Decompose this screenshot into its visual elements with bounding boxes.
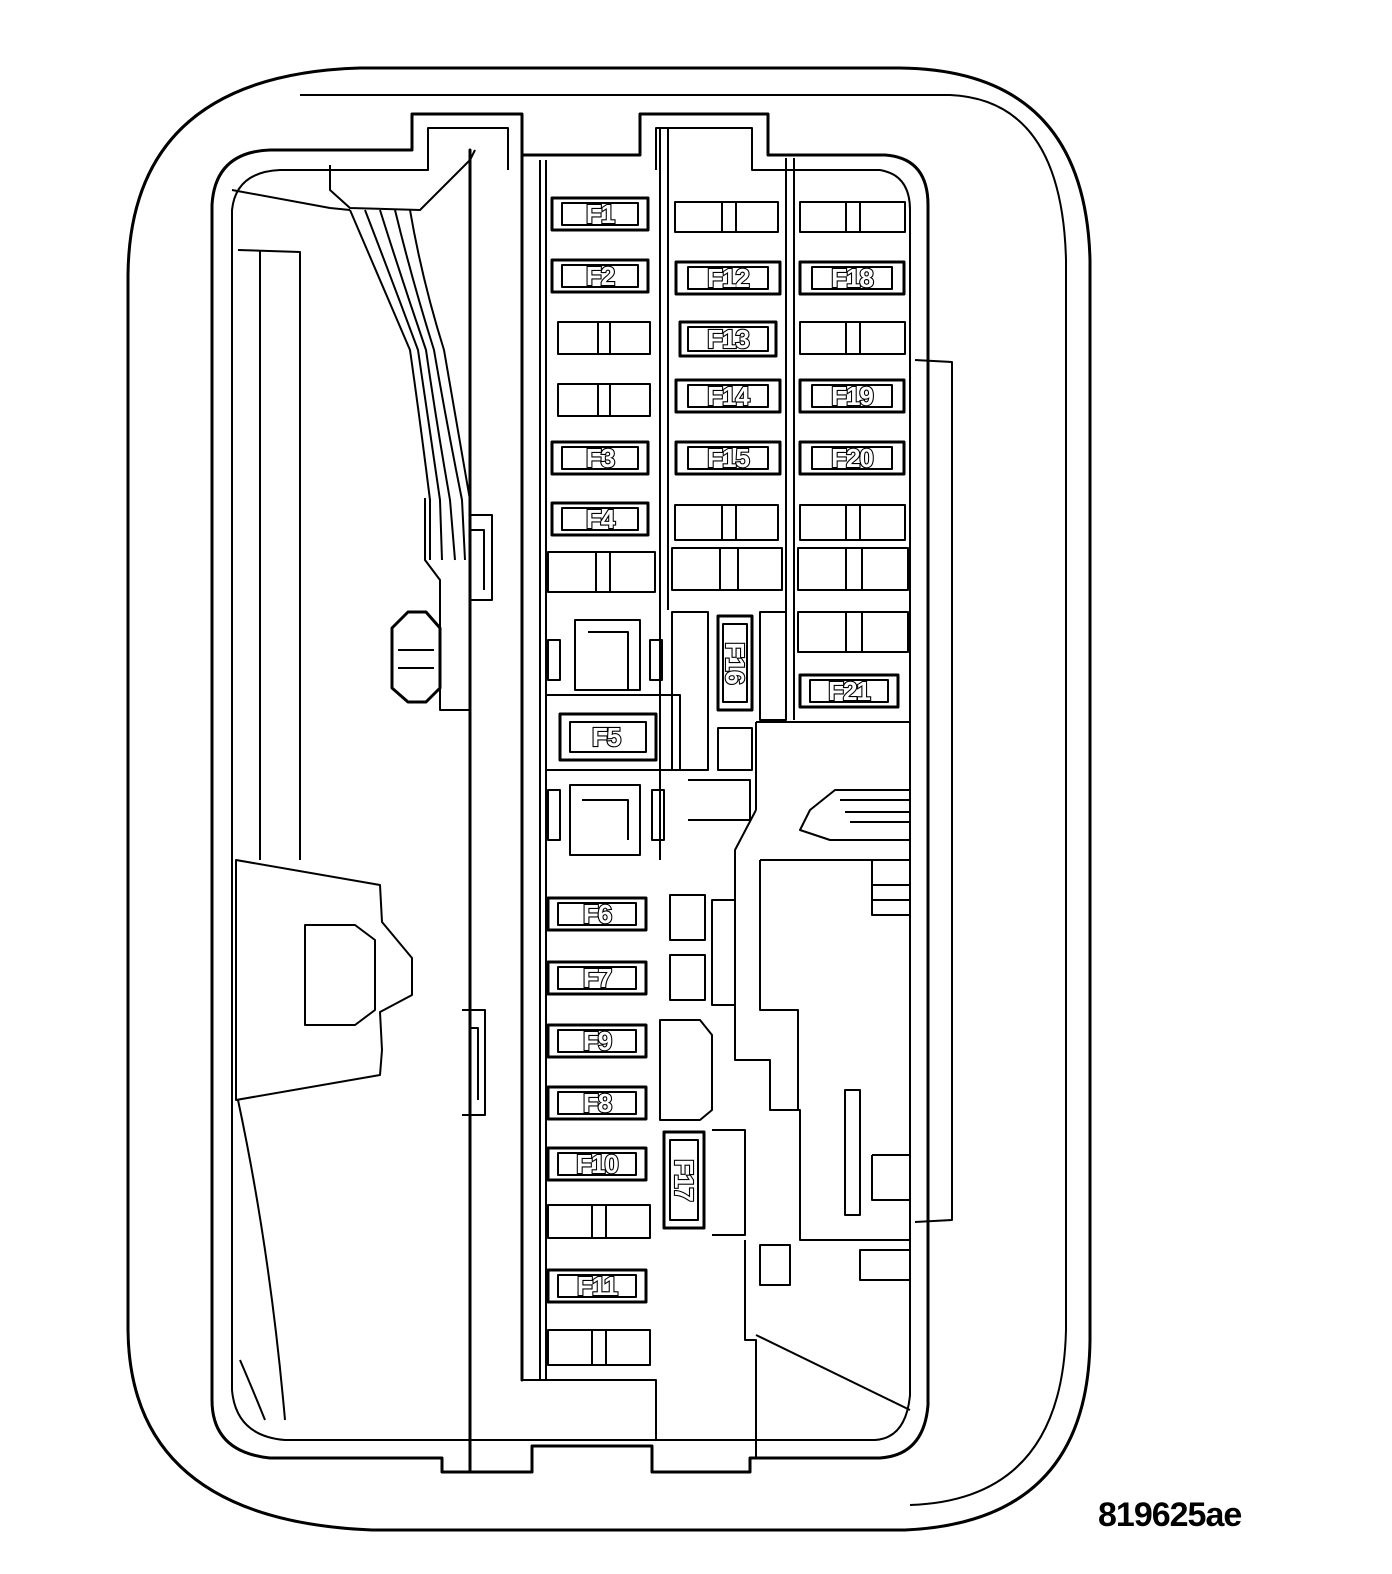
fuse-f13[interactable]: F13 bbox=[678, 320, 778, 358]
fuse-column-right bbox=[914, 359, 953, 1223]
svg-text:F12: F12 bbox=[707, 263, 749, 293]
fuse-f2[interactable]: F2 bbox=[550, 258, 650, 294]
svg-text:F11: F11 bbox=[577, 1271, 618, 1301]
svg-text:F9: F9 bbox=[583, 1026, 612, 1056]
fuse-f1[interactable]: F1 bbox=[550, 196, 650, 232]
left-compartment bbox=[231, 149, 493, 1421]
svg-text:F17: F17 bbox=[669, 1159, 699, 1201]
fuse-f7[interactable]: F7 bbox=[546, 960, 648, 996]
svg-text:F5: F5 bbox=[592, 722, 621, 752]
figure-id: 819625ae bbox=[1098, 1496, 1242, 1534]
housing-outer bbox=[126, 66, 1092, 1532]
svg-text:F2: F2 bbox=[586, 261, 615, 291]
svg-text:F19: F19 bbox=[831, 381, 873, 411]
fuse-f10[interactable]: F10 bbox=[546, 1146, 648, 1182]
svg-text:F16: F16 bbox=[720, 642, 750, 684]
fuse-f12[interactable]: F12 bbox=[674, 260, 782, 296]
fuse-f4[interactable]: F4 bbox=[550, 501, 650, 537]
svg-text:F8: F8 bbox=[583, 1088, 612, 1118]
fuse-column-middle bbox=[785, 158, 795, 720]
svg-text:F7: F7 bbox=[583, 963, 612, 993]
svg-text:F10: F10 bbox=[576, 1149, 618, 1179]
fuse-f20[interactable]: F20 bbox=[798, 440, 906, 476]
fuse-f6[interactable]: F6 bbox=[546, 896, 648, 932]
svg-text:F13: F13 bbox=[707, 324, 749, 354]
svg-text:F21: F21 bbox=[828, 676, 870, 706]
svg-text:F3: F3 bbox=[586, 443, 615, 473]
relay-sockets bbox=[546, 611, 910, 1236]
fuse-f14[interactable]: F14 bbox=[674, 378, 782, 414]
fuse-f9[interactable]: F9 bbox=[546, 1023, 648, 1059]
inner-frame bbox=[210, 112, 930, 1474]
fuse-f3[interactable]: F3 bbox=[550, 440, 650, 476]
svg-text:F15: F15 bbox=[707, 443, 749, 473]
fuse-f18[interactable]: F18 bbox=[798, 260, 906, 296]
fuse-f19[interactable]: F19 bbox=[798, 378, 906, 414]
fuse-f16[interactable]: F16 bbox=[716, 614, 754, 712]
fuse-f5[interactable]: F5 bbox=[558, 712, 658, 762]
empty-fuse-slots bbox=[547, 201, 909, 1366]
svg-text:F18: F18 bbox=[831, 263, 873, 293]
svg-text:F4: F4 bbox=[586, 504, 616, 534]
svg-text:F1: F1 bbox=[586, 199, 615, 229]
fuse-f21[interactable]: F21 bbox=[798, 673, 900, 709]
svg-text:F14: F14 bbox=[707, 381, 750, 411]
svg-text:F6: F6 bbox=[583, 899, 612, 929]
fuse-f8[interactable]: F8 bbox=[546, 1085, 648, 1121]
fuse-f11[interactable]: F11 bbox=[546, 1268, 648, 1304]
fuse-f15[interactable]: F15 bbox=[674, 440, 782, 476]
fuse-f17[interactable]: F17 bbox=[662, 1130, 706, 1230]
connector-block bbox=[734, 789, 911, 1458]
center-bar bbox=[468, 148, 657, 1474]
svg-text:F20: F20 bbox=[831, 443, 873, 473]
